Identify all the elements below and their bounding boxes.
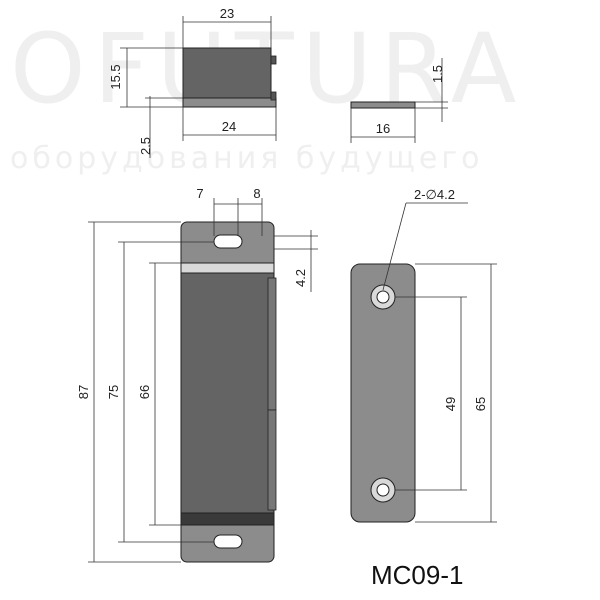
dim-plate-thickness: 1.5	[430, 65, 445, 83]
plate-side-view: 16 1.5	[350, 58, 448, 143]
hole-callout: 2-∅4.2	[414, 187, 455, 202]
top-body-edge	[180, 262, 275, 274]
top-hole	[376, 290, 390, 304]
magnet-body	[180, 272, 275, 514]
dim-hole-pitch: 75	[106, 385, 121, 399]
dim-plate-height: 65	[473, 397, 488, 411]
dim-plate-width: 16	[376, 121, 390, 136]
magnet-bottom-segment	[267, 409, 277, 511]
model-label: MC09-1	[371, 560, 463, 590]
top-view: 23 24 15.5 2.5	[108, 6, 277, 158]
bottom-hole	[376, 483, 390, 497]
watermark-tagline: оборудования будущего	[10, 141, 483, 176]
magnet-top-segment	[267, 277, 277, 411]
dim-bottom-width: 24	[222, 119, 236, 134]
dim-body-height: 66	[137, 385, 152, 399]
housing-lip-bottom	[270, 91, 277, 101]
strike-plate-side	[350, 101, 416, 109]
dim-base: 2.5	[138, 137, 153, 155]
magnet-housing-side	[182, 47, 272, 99]
strike-plate	[350, 263, 416, 523]
dim-plate-hole-pitch: 49	[443, 397, 458, 411]
bottom-body-edge	[180, 512, 275, 526]
dim-top-width: 23	[220, 6, 234, 21]
dim-total-height: 87	[76, 385, 91, 399]
dim-slot-offset: 4.2	[293, 269, 308, 287]
bottom-mounting-slot	[213, 534, 243, 549]
front-view: 7 8 4.2 87 75 66	[76, 186, 318, 563]
base-plate-side	[182, 97, 277, 108]
dim-slot-right: 8	[253, 186, 260, 201]
housing-lip-top	[270, 55, 277, 65]
dim-slot-left: 7	[196, 186, 203, 201]
strike-plate-front: 2-∅4.2 49 65	[350, 187, 497, 523]
dim-height: 15.5	[108, 64, 123, 89]
top-mounting-slot	[213, 234, 243, 249]
